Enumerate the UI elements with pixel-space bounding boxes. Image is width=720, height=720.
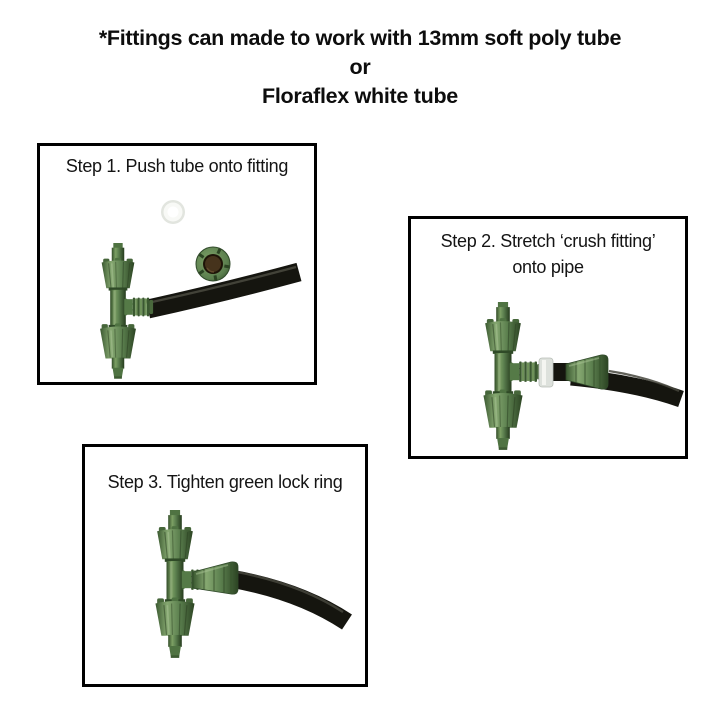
step-3-photo	[154, 509, 352, 659]
title-line-1: *Fittings can made to work with 13mm sof…	[98, 26, 622, 50]
crush-fitting-illustration	[565, 354, 609, 390]
white-oring-illustration	[161, 200, 185, 224]
step-2-caption-line-2: onto pipe	[512, 257, 584, 277]
step-2-photo	[482, 301, 684, 451]
step-2-panel: Step 2. Stretch ‘crush fitting’ onto pip…	[408, 216, 688, 459]
title-line-2: or	[349, 55, 371, 79]
title-line-3: Floraflex white tube	[262, 84, 458, 108]
step-2-caption: Step 2. Stretch ‘crush fitting’ onto pip…	[411, 219, 685, 282]
white-ring-illustration	[538, 357, 554, 388]
step-1-caption: Step 1. Push tube onto fitting	[40, 146, 314, 190]
step-1-panel: Step 1. Push tube onto fitting	[37, 143, 317, 385]
poly-pipe-illustration	[231, 570, 352, 630]
step-1-photo	[99, 200, 302, 380]
tee-fitting-illustration	[482, 301, 543, 451]
lock-ring-illustration	[192, 561, 239, 595]
tee-fitting-illustration	[99, 242, 154, 380]
step-3-caption-line: Step 3. Tighten green lock ring	[107, 472, 343, 492]
step-2-caption-line-1: Step 2. Stretch ‘crush fitting’	[440, 231, 656, 251]
page-title: *Fittings can made to work with 13mm sof…	[0, 24, 720, 111]
step-3-caption: Step 3. Tighten green lock ring	[85, 447, 365, 495]
crush-ring-illustration	[195, 246, 231, 282]
poly-tube-illustration	[145, 262, 302, 319]
step-3-panel: Step 3. Tighten green lock ring	[82, 444, 368, 687]
step-1-caption-line: Step 1. Push tube onto fitting	[65, 156, 289, 176]
